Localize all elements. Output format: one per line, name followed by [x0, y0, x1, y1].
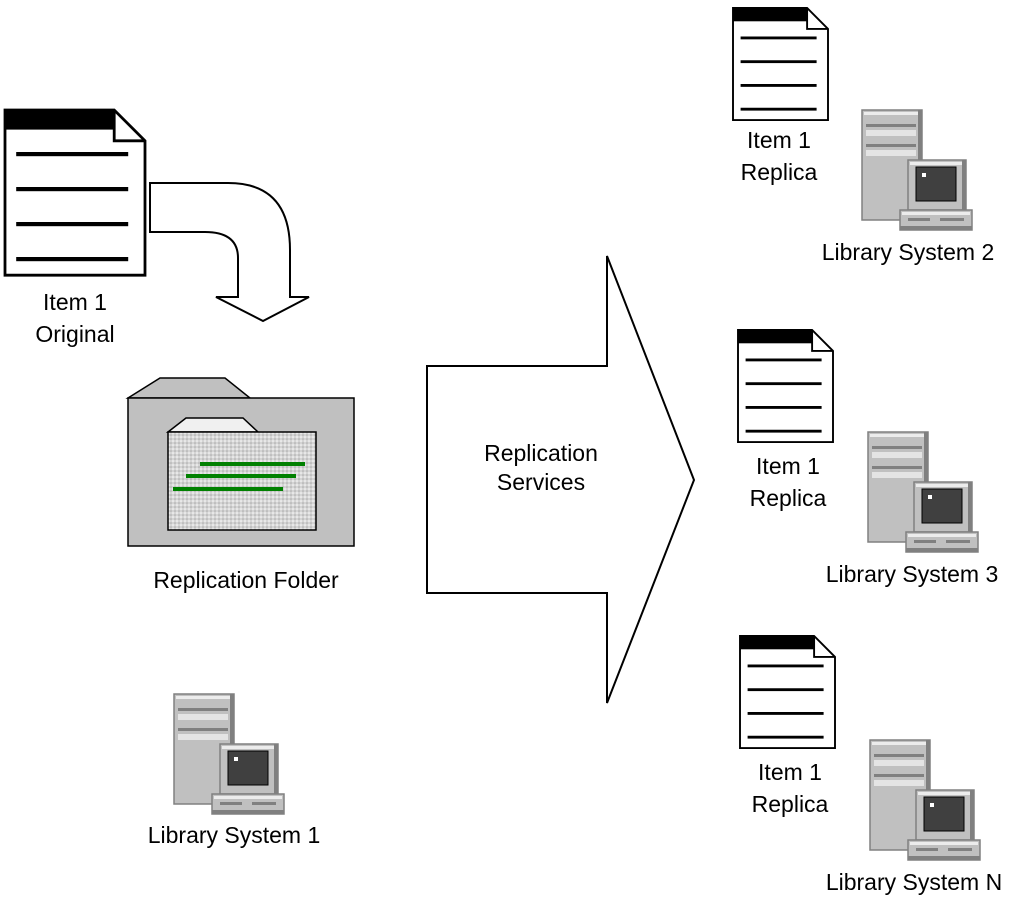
original-label-line2: Original — [35, 321, 115, 347]
replica-1-label-line2: Replica — [740, 159, 818, 185]
library-system-1-label: Library System 1 — [147, 822, 321, 848]
replication-arrow — [426, 255, 696, 704]
computer-icon — [867, 431, 979, 553]
folder-icon — [125, 377, 355, 547]
computer-icon — [861, 109, 973, 231]
replica-2-label-line1: Item 1 — [756, 453, 820, 479]
computer-icon — [869, 739, 981, 861]
library-system-2-label: Library System 2 — [821, 239, 995, 265]
original-document-icon — [3, 108, 147, 277]
original-label-line1: Item 1 — [43, 289, 107, 315]
replication-services-line2: Services — [496, 469, 586, 495]
curved-arrow — [149, 182, 310, 323]
document-icon — [737, 329, 834, 444]
replication-folder-label: Replication Folder — [153, 567, 339, 593]
replication-services-line1: Replication — [484, 440, 598, 466]
library-system-3-label: Library System 3 — [825, 561, 999, 587]
library-system-n-label: Library System N — [825, 869, 1003, 895]
replica-2-label-line2: Replica — [749, 485, 827, 511]
computer-icon — [173, 693, 285, 815]
replica-1-label-line1: Item 1 — [747, 127, 811, 153]
replica-3-label-line1: Item 1 — [758, 759, 822, 785]
replica-3-label-line2: Replica — [751, 791, 829, 817]
document-icon — [739, 635, 836, 750]
document-icon — [732, 7, 829, 122]
